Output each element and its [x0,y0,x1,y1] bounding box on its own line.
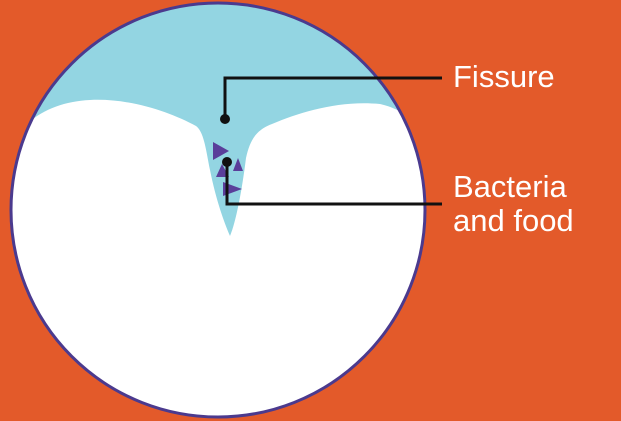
fissure-leader-dot [220,114,230,124]
fissure-leader-line [223,76,442,118]
triangle-icon [213,142,229,160]
bacteria-leader-dot [222,157,232,167]
bacteria-label-line1: Bacteria [453,169,567,204]
tooth-enamel [11,99,425,417]
circle-outline [9,1,427,419]
bacteria-and-food-label: Bacteria and food [453,170,574,238]
bacteria-leader-line [225,162,442,206]
fissure-label: Fissure [453,59,555,94]
bacteria-label-line2: and food [453,203,574,238]
triangle-icon [233,158,243,171]
